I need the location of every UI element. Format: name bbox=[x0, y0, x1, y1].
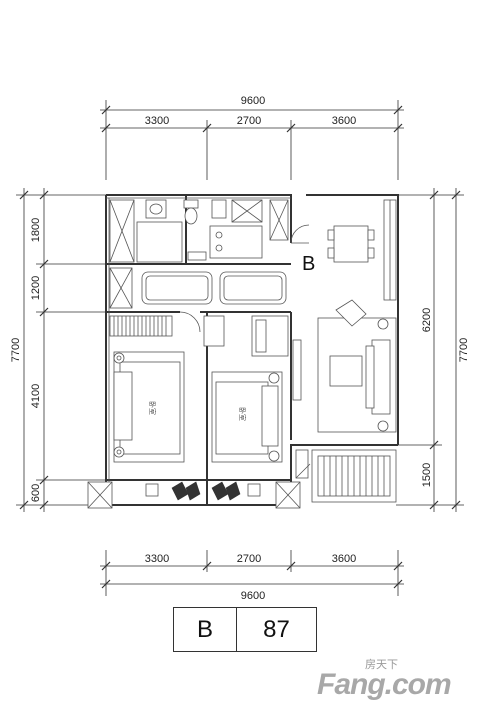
left-bedroom: 卧室 bbox=[109, 311, 201, 463]
corridor-cabinets bbox=[109, 267, 287, 309]
left-dimension-1: 1800 bbox=[30, 218, 42, 242]
balcony-bottom bbox=[87, 481, 301, 509]
legend-area: 87 bbox=[263, 615, 290, 643]
top-dimension-3: 3600 bbox=[332, 115, 356, 127]
bottom-dimension-3: 3600 bbox=[332, 553, 356, 565]
bottom-total-dimension: 9600 bbox=[241, 590, 265, 602]
unit-letter: B bbox=[302, 253, 315, 275]
right-dimension-2: 1500 bbox=[421, 463, 433, 487]
legend-unit-type: B bbox=[174, 608, 237, 651]
top-dimension-chain: 9600 3300 2700 3600 bbox=[100, 95, 404, 180]
watermark-en-text: Fang.com bbox=[317, 668, 452, 701]
watermark-cn-text: 房天下 bbox=[365, 658, 398, 671]
bottom-dimension-chain: 3300 2700 3600 9600 bbox=[100, 550, 404, 602]
right-total-dimension: 7700 bbox=[458, 338, 470, 362]
left-dimension-2: 1200 bbox=[30, 276, 42, 300]
kitchen-area bbox=[187, 199, 310, 261]
right-dimension-chain: 6200 1500 7700 bbox=[396, 188, 470, 512]
right-dimension-1: 6200 bbox=[421, 308, 433, 332]
middle-bedroom-bed-label: 卧室 bbox=[238, 407, 247, 421]
unit-legend: B 87 bbox=[173, 607, 317, 652]
bathroom-area bbox=[109, 199, 227, 263]
top-total-dimension: 9600 bbox=[241, 95, 265, 107]
left-dimension-chain: 7700 1800 1200 4100 600 bbox=[10, 188, 110, 512]
bottom-dimension-2: 2700 bbox=[237, 553, 261, 565]
top-dimension-1: 3300 bbox=[145, 115, 169, 127]
living-room: B bbox=[295, 199, 397, 479]
top-dimension-2: 2700 bbox=[237, 115, 261, 127]
left-total-dimension: 7700 bbox=[10, 338, 22, 362]
left-dimension-3: 4100 bbox=[30, 384, 42, 408]
fang-watermark: 房天下 Fang.com bbox=[313, 656, 463, 706]
left-dimension-4: 600 bbox=[30, 484, 42, 502]
balcony-right bbox=[311, 449, 397, 503]
middle-bedroom: 卧室 bbox=[203, 315, 302, 463]
bottom-dimension-1: 3300 bbox=[145, 553, 169, 565]
left-bedroom-bed-label: 卧室 bbox=[148, 401, 157, 415]
